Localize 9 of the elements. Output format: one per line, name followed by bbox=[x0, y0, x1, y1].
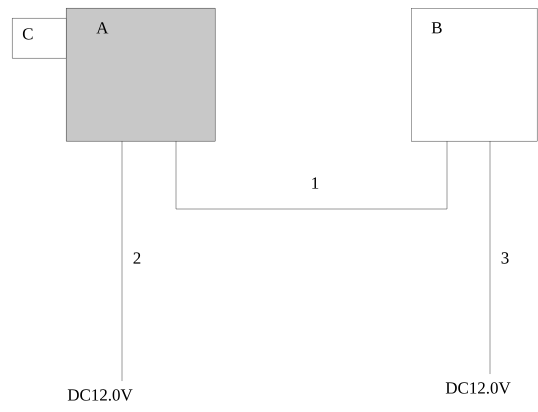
voltage-label: DC12.0V bbox=[68, 389, 133, 401]
edge-label: 2 bbox=[134, 252, 140, 264]
edge-label: 1 bbox=[312, 177, 318, 189]
box: C bbox=[12, 18, 66, 58]
box: A bbox=[66, 8, 216, 142]
connector-line bbox=[176, 141, 448, 210]
voltage-label: DC12.0V bbox=[446, 382, 511, 394]
box: B bbox=[411, 8, 538, 142]
edge-label: 3 bbox=[502, 252, 509, 264]
